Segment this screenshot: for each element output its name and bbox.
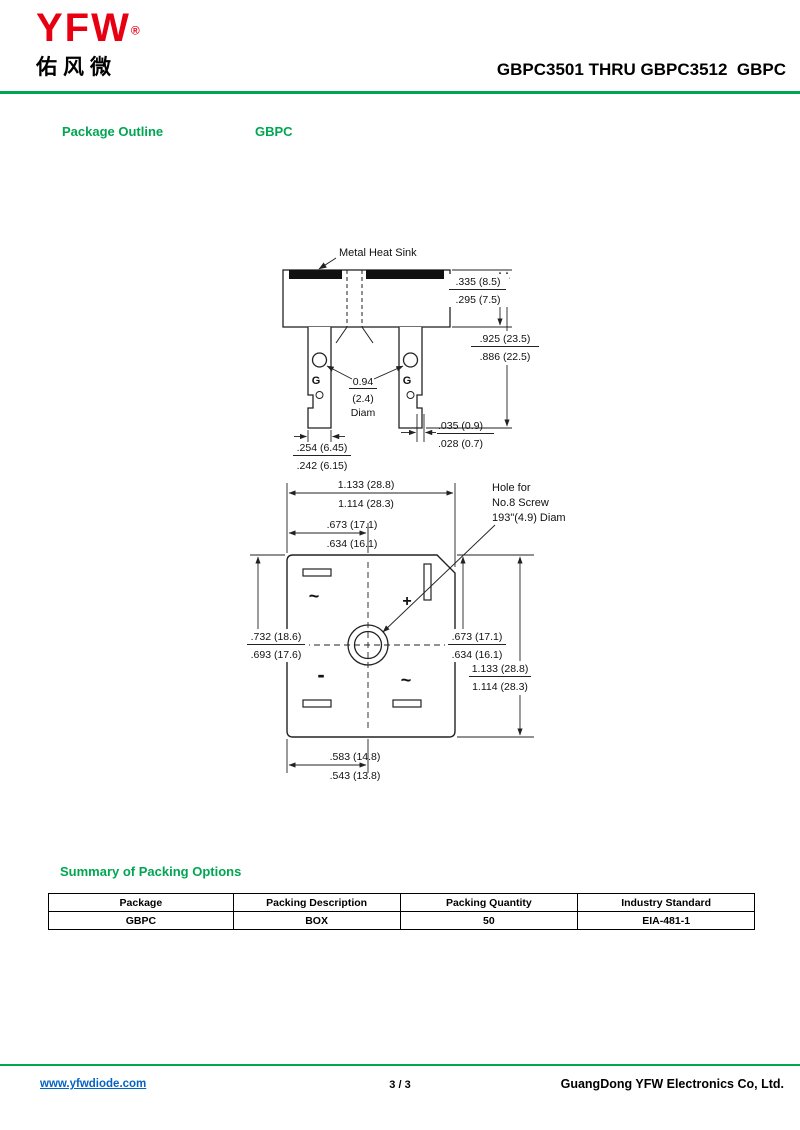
package-name-label: GBPC	[255, 124, 293, 139]
logo-chinese-name: 佑风微	[36, 56, 117, 79]
hole-note-leader	[382, 524, 496, 633]
dim-half-width-mm: .634 (16.1)	[327, 538, 378, 550]
tab-hole-diam-value: 0.94	[353, 376, 374, 388]
dim-height-in: 1.133 (28.8)	[472, 663, 529, 675]
terminal-slots	[302, 563, 432, 708]
terminal-tab-right	[398, 327, 423, 429]
hole-note-line2: No.8 Screw	[492, 497, 549, 509]
dim-total-height-in: .925 (23.5)	[480, 333, 531, 345]
dim-text-bg	[469, 331, 541, 365]
heat-sink-bar-right	[366, 270, 444, 279]
dim-left-in: .732 (18.6)	[251, 631, 302, 643]
dim-right-half-in: .673 (17.1)	[452, 631, 503, 643]
dim-tab-thickness-in: .035 (0.9)	[438, 420, 483, 432]
hidden-hole-lines	[346, 270, 363, 327]
terminal-slot-minus	[302, 699, 332, 708]
tab-small-hole-right	[406, 391, 415, 399]
center-lines	[294, 562, 446, 730]
document-title: GBPC3501 THRU GBPC3512 GBPC	[496, 60, 786, 79]
packing-section-title: Summary of Packing Options	[60, 864, 242, 879]
heat-sink-bar-left	[289, 270, 342, 279]
dim-width-in: 1.133 (28.8)	[338, 479, 395, 491]
package-outline-diagram: G G Metal Heat Sink .335 (8.5) .295 (7.5…	[245, 247, 566, 782]
dim-height-mm: 1.114 (28.3)	[472, 681, 528, 693]
tab-hole-right	[402, 352, 419, 368]
cell-package: GBPC	[48, 911, 234, 930]
package-body	[282, 269, 451, 328]
tab-hole-diam-word: Diam	[351, 407, 376, 419]
packing-options-table: Package Packing Description Packing Quan…	[48, 893, 755, 930]
dim-bottom-in: .583 (14.8)	[330, 751, 381, 763]
table-header-row: Package Packing Description Packing Quan…	[48, 893, 755, 912]
tab-hole-left	[311, 352, 328, 368]
bottom-view	[286, 554, 456, 738]
dim-tab-width-mm: .242 (6.15)	[297, 460, 348, 472]
dim-tab-thickness-mm: .028 (0.7)	[438, 438, 483, 450]
company-name: GuangDong YFW Electronics Co, Ltd.	[560, 1077, 784, 1091]
dim-text-bg	[447, 274, 509, 307]
tab-hole-diam-mm: (2.4)	[352, 393, 374, 405]
terminal-tab-left	[307, 327, 332, 429]
company-logo: YFW® 佑风微	[36, 8, 140, 81]
dim-text-bg	[445, 629, 509, 662]
heat-sink-label: Metal Heat Sink	[339, 247, 417, 259]
dim-total-height-mm: .886 (22.5)	[480, 351, 531, 363]
ac-symbol-top: ~	[309, 586, 320, 606]
tab-small-hole-left	[315, 391, 324, 399]
plus-symbol: +	[402, 593, 411, 610]
package-outline-label: Package Outline	[62, 124, 164, 139]
col-header-packing-quantity: Packing Quantity	[399, 893, 579, 912]
terminal-slot-ac2	[392, 699, 422, 708]
header-divider	[0, 91, 800, 94]
side-view	[282, 269, 451, 429]
col-header-package: Package	[48, 893, 234, 912]
ac-symbol-bottom: ~	[401, 670, 412, 690]
dim-left-mm: .693 (17.6)	[251, 649, 302, 661]
dim-body-height-mm: .295 (7.5)	[456, 294, 501, 306]
dim-bottom-mm: .543 (13.8)	[330, 770, 381, 782]
website-link[interactable]: www.yfwdiode.com	[40, 1078, 147, 1090]
col-header-industry-standard: Industry Standard	[577, 893, 755, 912]
dim-text-bg	[245, 629, 309, 662]
dim-right-half-mm: .634 (16.1)	[452, 649, 503, 661]
terminal-slot-plus	[423, 563, 432, 601]
hole-note-line1: Hole for	[492, 482, 531, 494]
lead-shoulder-lines	[335, 326, 374, 344]
tab-width-dim-lines	[294, 430, 345, 442]
dim-body-height-in: .335 (8.5)	[456, 276, 501, 288]
dim-width-mm: 1.114 (28.3)	[338, 498, 394, 510]
package-base-outline	[286, 554, 456, 738]
minus-symbol: -	[317, 662, 324, 687]
hole-note-line3: 193"(4.9) Diam	[492, 512, 566, 524]
col-header-packing-description: Packing Description	[232, 893, 401, 912]
dim-tab-width-in: .254 (6.45)	[297, 442, 348, 454]
registered-trademark-icon: ®	[130, 23, 140, 38]
g-mark-right: G	[403, 375, 412, 387]
tab-thickness-dim-lines	[401, 414, 436, 442]
cell-industry-standard: EIA-481-1	[577, 911, 755, 930]
dim-half-width-in: .673 (17.1)	[327, 519, 378, 531]
tab-hole-leaders	[326, 365, 404, 380]
table-row: GBPC BOX 50 EIA-481-1	[48, 911, 755, 930]
dim-text-bg	[466, 661, 534, 695]
footer-divider	[0, 1064, 800, 1066]
logo-text: YFW	[36, 6, 131, 50]
cell-packing-quantity: 50	[399, 911, 579, 930]
heat-sink-leader	[318, 257, 337, 270]
cell-packing-description: BOX	[232, 911, 401, 930]
g-mark-left: G	[312, 375, 321, 387]
terminal-slot-ac1	[302, 568, 332, 577]
page-number: 3 / 3	[389, 1079, 411, 1091]
